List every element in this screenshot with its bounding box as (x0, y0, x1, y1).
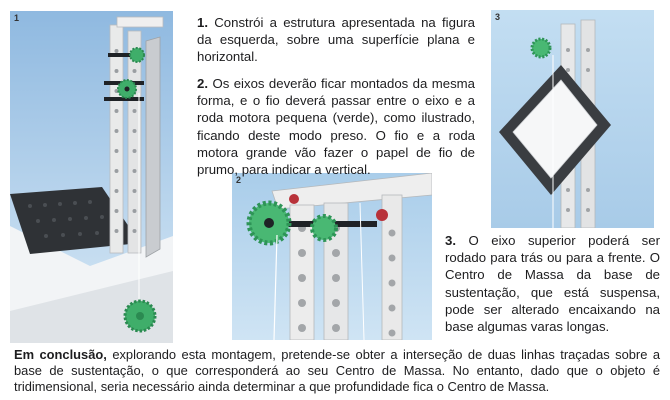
photo-structure-on-table-icon (10, 11, 173, 343)
figure-1-number: 1 (14, 13, 20, 23)
photo-rotated-frame-icon (491, 10, 654, 228)
figure-2-number: 2 (236, 175, 242, 185)
step-2-text: Os eixos deverão ficar montados da mesma… (197, 76, 475, 178)
conclusion-label: Em conclusão, (14, 347, 107, 362)
step-3-text: O eixo superior poderá ser rodado para t… (445, 233, 660, 335)
step-2-number: 2. (197, 76, 208, 91)
conclusion-text: explorando esta montagem, pretende-se ob… (14, 347, 660, 394)
step-1-paragraph: 1. Constrói a estrutura apresentada na f… (197, 14, 475, 66)
conclusion-paragraph: Em conclusão, explorando esta montagem, … (14, 347, 660, 395)
step-3-paragraph: 3. O eixo superior poderá ser rodado par… (445, 232, 660, 335)
step-1-number: 1. (197, 15, 208, 30)
step-3-number: 3. (445, 233, 456, 248)
figure-1-photo: 1 (10, 11, 173, 343)
figure-3-number: 3 (495, 12, 501, 22)
figure-2-photo: 2 (232, 173, 432, 340)
step-1-text: Constrói a estrutura apresentada na figu… (197, 15, 476, 65)
photo-gears-closeup-icon (232, 173, 432, 340)
figure-3-photo: 3 (491, 10, 654, 228)
step-2-paragraph: 2. Os eixos deverão ficar montados da me… (197, 75, 475, 178)
